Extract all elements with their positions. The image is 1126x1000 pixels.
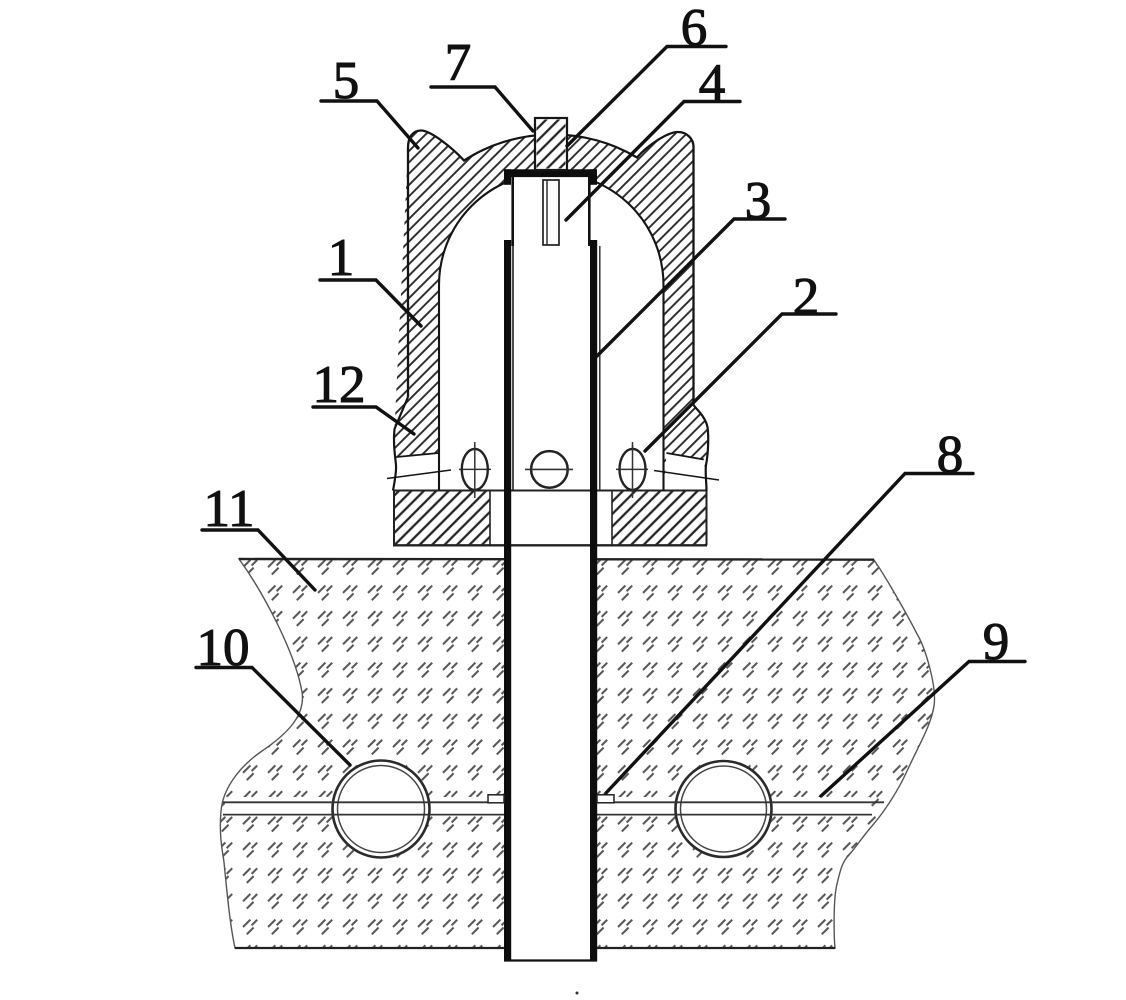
svg-text:10: 10 xyxy=(197,619,250,677)
svg-text:5: 5 xyxy=(333,52,360,110)
svg-text:8: 8 xyxy=(937,426,964,484)
svg-text:12: 12 xyxy=(313,356,366,414)
svg-text:4: 4 xyxy=(699,54,726,112)
svg-text:2: 2 xyxy=(793,268,820,326)
svg-text:9: 9 xyxy=(983,613,1010,671)
svg-text:7: 7 xyxy=(445,34,472,92)
svg-text:11: 11 xyxy=(203,480,254,538)
svg-text:1: 1 xyxy=(328,229,355,287)
svg-text:3: 3 xyxy=(745,172,772,230)
svg-text:6: 6 xyxy=(681,0,708,57)
